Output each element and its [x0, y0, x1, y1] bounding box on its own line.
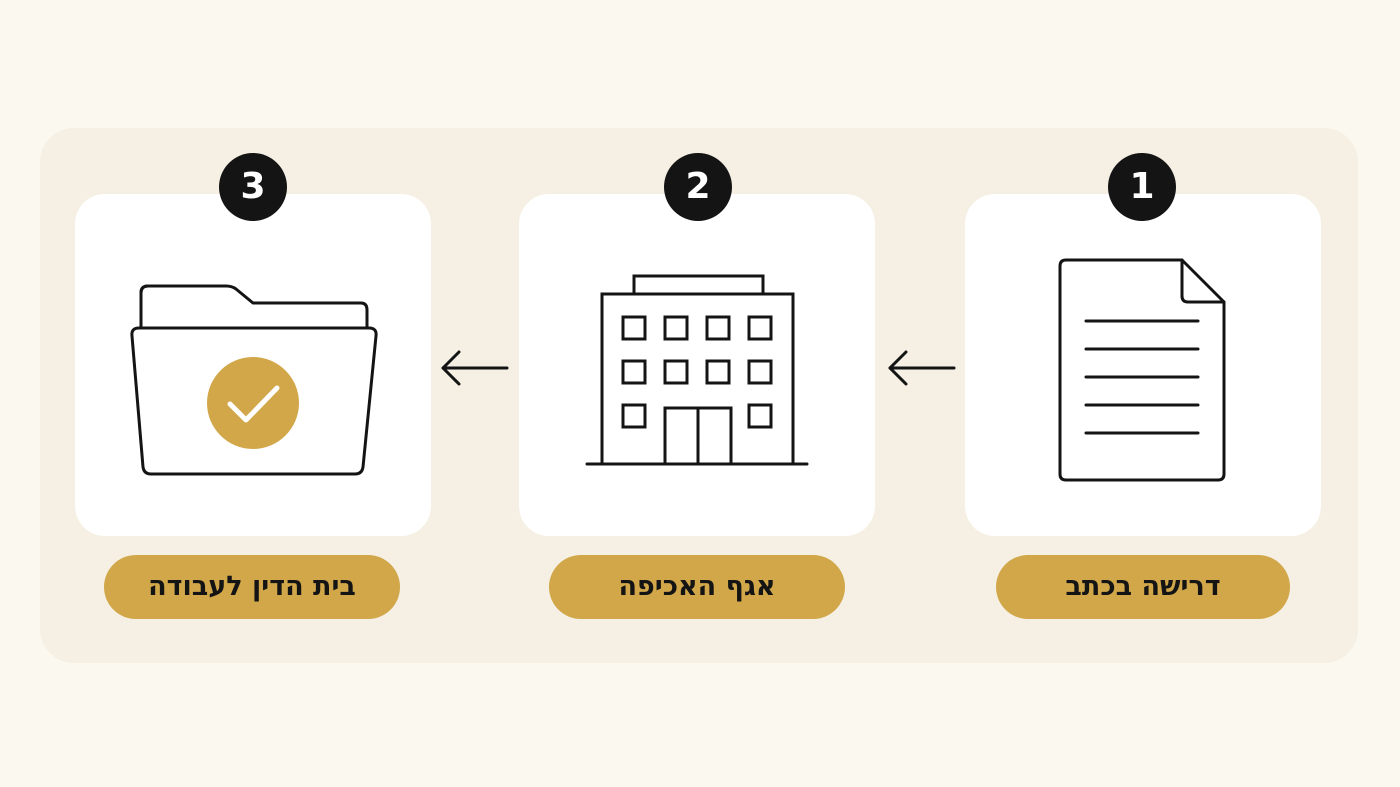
step-label: בית הדין לעבודה [104, 555, 400, 619]
arrow-left-icon [888, 350, 956, 386]
folder-check-icon [130, 284, 378, 476]
arrow-left-icon [441, 350, 509, 386]
step-number-badge: 3 [219, 153, 287, 221]
step-enforcement-department: 2 אגף האכיפה [519, 0, 875, 787]
step-number-badge: 2 [664, 153, 732, 221]
step-card [75, 194, 431, 536]
step-labor-court: 3 בית הדין לעבודה [75, 0, 431, 787]
document-icon [1058, 258, 1226, 482]
step-written-demand: 1 דרישה בכתב [965, 0, 1321, 787]
checkmark-circle-icon [207, 357, 299, 449]
step-card [519, 194, 875, 536]
step-number-badge: 1 [1108, 153, 1176, 221]
step-card [965, 194, 1321, 536]
office-building-icon [585, 274, 809, 466]
step-label: אגף האכיפה [549, 555, 845, 619]
step-label: דרישה בכתב [996, 555, 1290, 619]
